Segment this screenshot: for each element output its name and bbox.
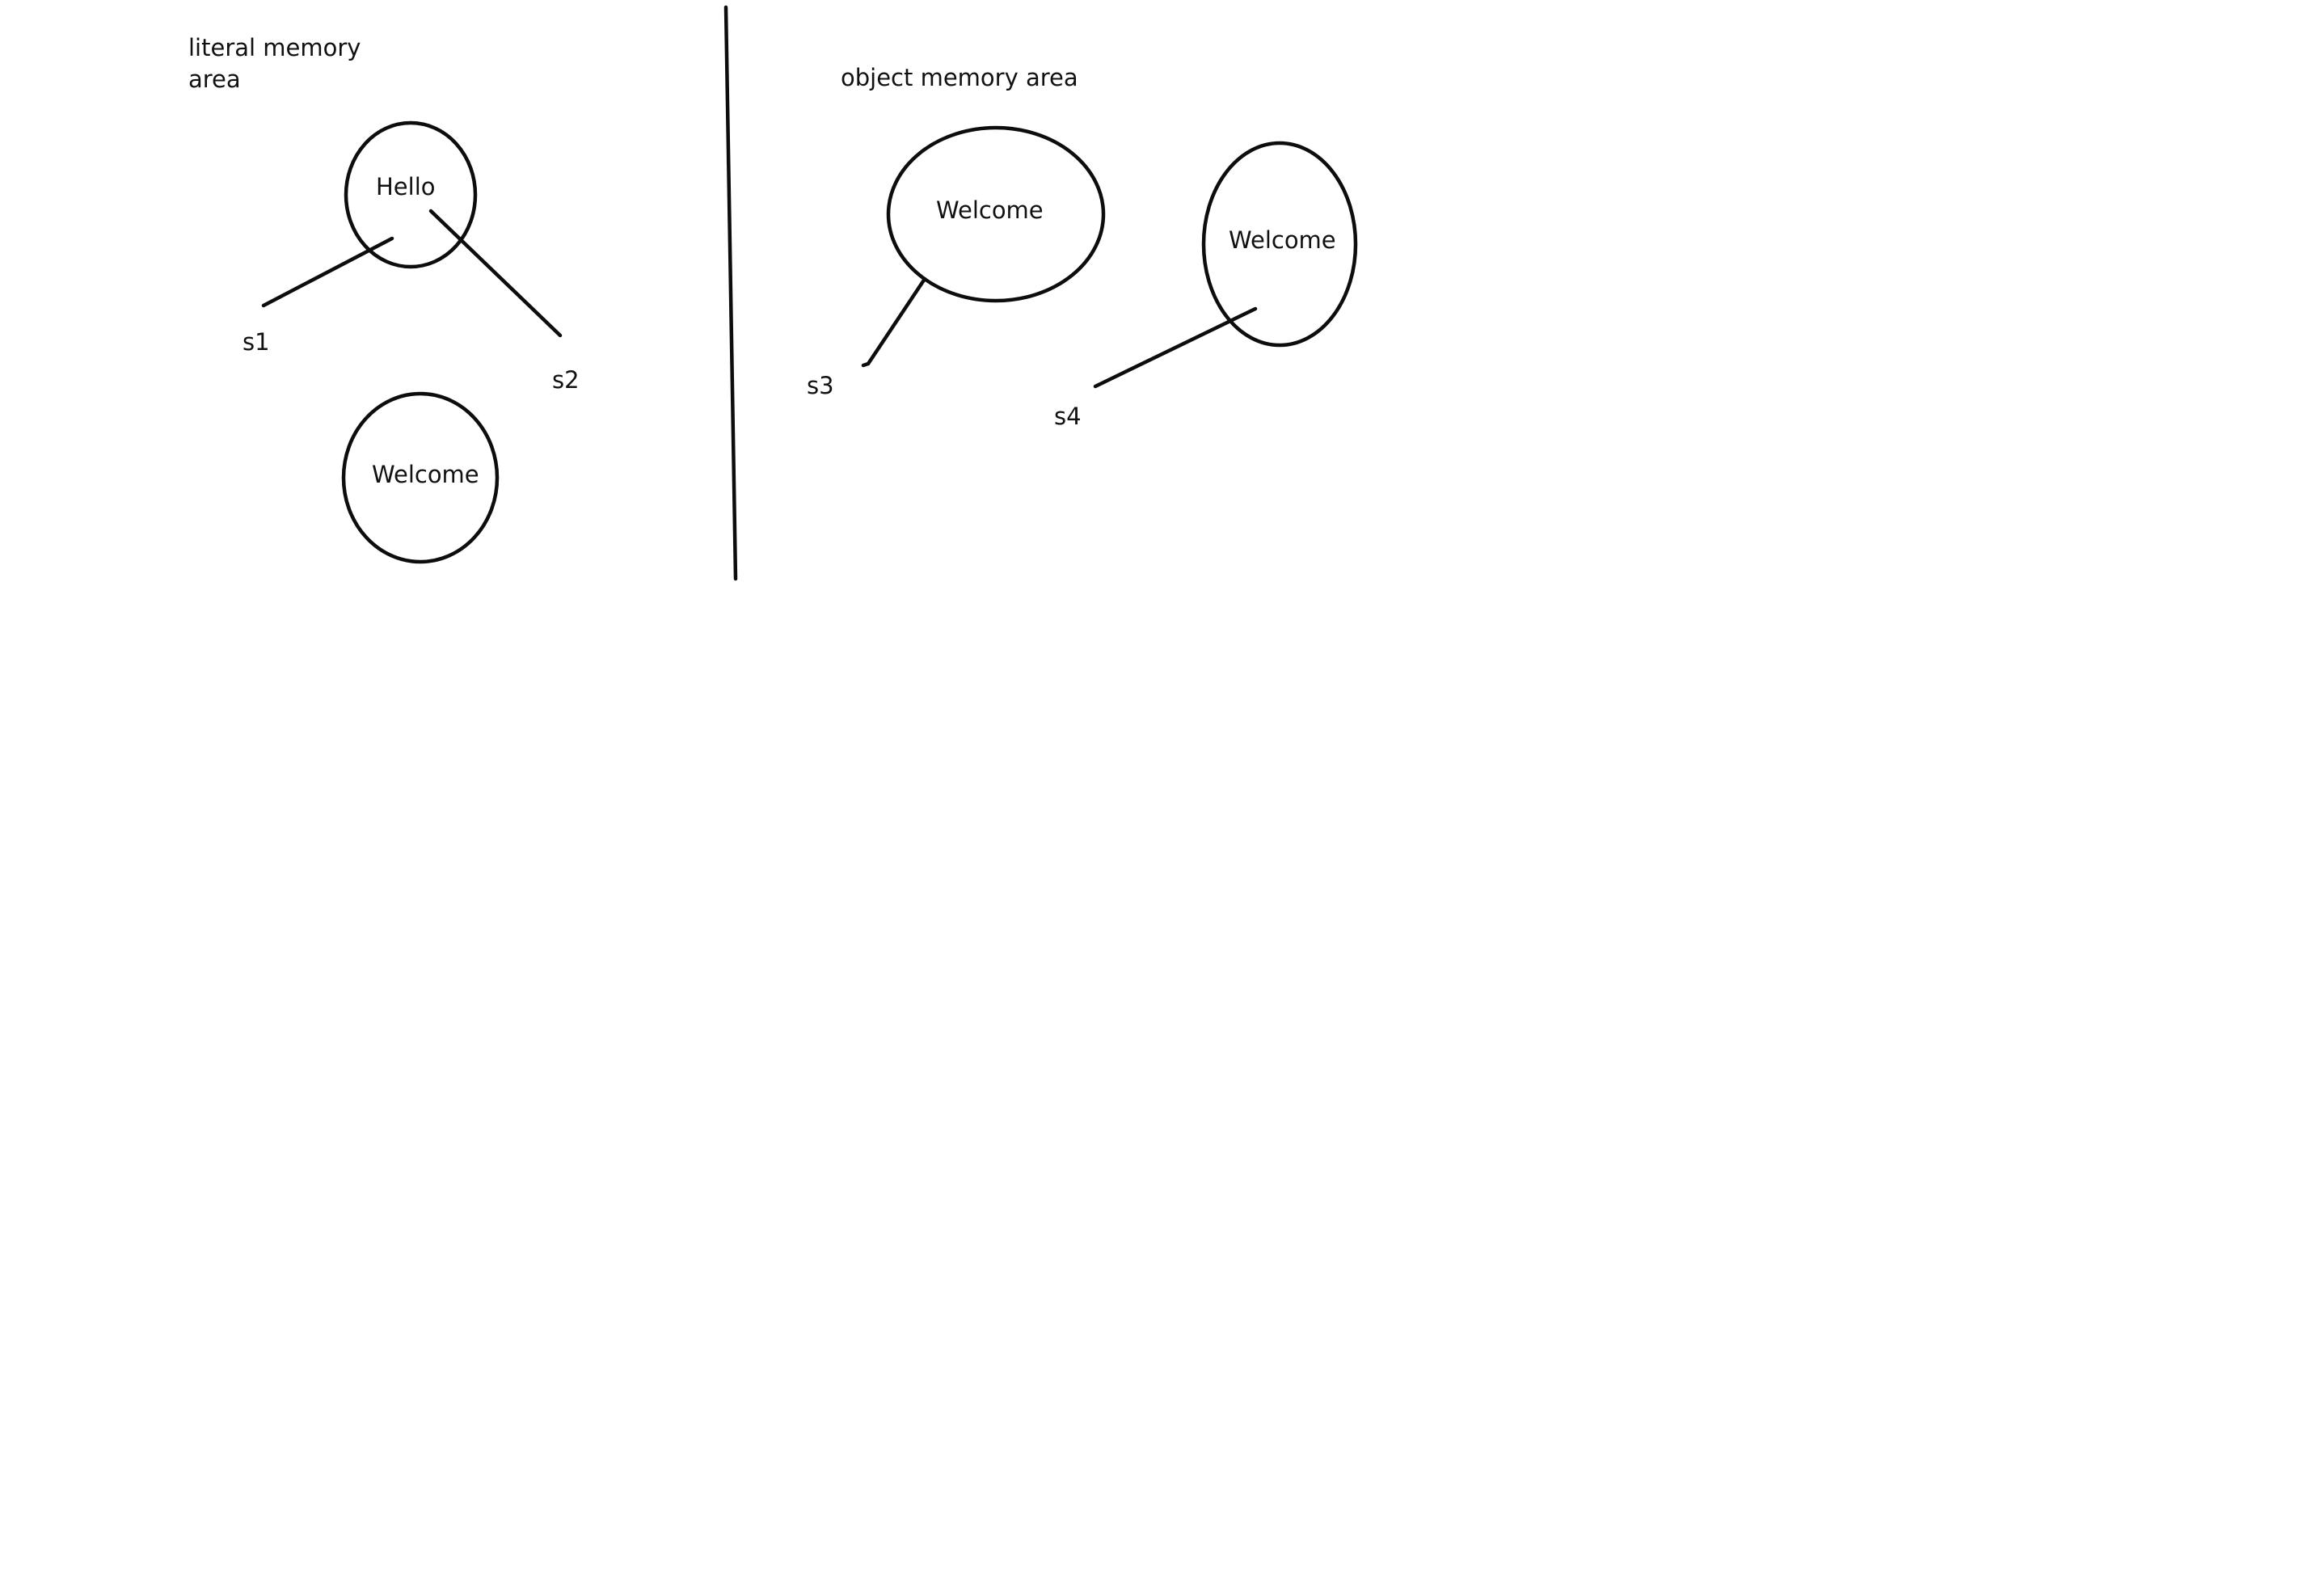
literal-memory-area-label-line1: literal memory: [188, 34, 361, 61]
literal-memory-area-label-line2: area: [188, 65, 241, 93]
hello-string-node: [344, 120, 478, 269]
s1-label: s1: [243, 328, 270, 356]
hello-string-text: Hello: [376, 173, 436, 200]
memory-area-divider: [723, 5, 738, 581]
s2-reference-line: [428, 209, 563, 338]
s1-reference-line: [261, 236, 394, 308]
welcome-object-text-2: Welcome: [1229, 226, 1336, 254]
welcome-object-node-1: [886, 125, 1106, 303]
s4-reference-line: [1093, 306, 1258, 389]
s4-label: s4: [1054, 403, 1082, 430]
s3-reference-line: [861, 276, 927, 368]
welcome-object-node-2: [1201, 141, 1358, 348]
s3-label: s3: [807, 372, 834, 399]
object-memory-area-label: object memory area: [841, 64, 1078, 91]
welcome-literal-node: [341, 391, 500, 564]
welcome-literal-text: Welcome: [372, 461, 479, 488]
welcome-object-text-1: Welcome: [936, 196, 1044, 224]
s2-label: s2: [552, 366, 580, 394]
